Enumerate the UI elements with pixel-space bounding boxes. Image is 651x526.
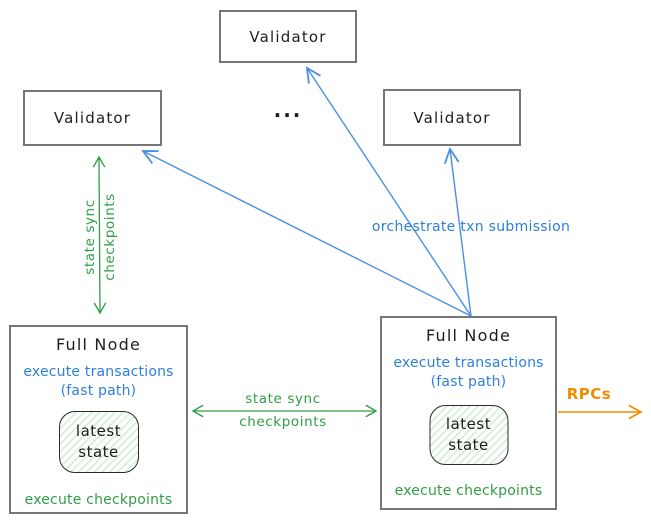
orchestrate-txn-submission-label: orchestrate txn submission (371, 219, 571, 235)
full-node-box-left: Full Node execute transactions (fast pat… (9, 325, 188, 514)
full-node-right-fast-path: (fast path) (430, 374, 507, 390)
full-node-right-execute-checkpoints: execute checkpoints (394, 483, 543, 499)
state-sync-horizontal-line2: checkpoints (239, 414, 327, 430)
state-sync-horizontal-line1: state sync (245, 391, 321, 407)
validator-box-top: Validator (219, 10, 357, 63)
latest-state-left-line1: latest (75, 422, 122, 440)
full-node-left-execute-transactions: execute transactions (23, 364, 174, 380)
latest-state-box-right: latest state (429, 405, 508, 465)
orchestrate-arrow-to-right-validator (443, 146, 472, 317)
state-sync-vertical-label: state sync checkpoints (80, 191, 120, 283)
full-node-left-title: Full Node (55, 335, 141, 354)
validator-box-left: Validator (23, 90, 162, 146)
validators-ellipsis: ... (273, 98, 303, 122)
full-node-left-execute-checkpoints: execute checkpoints (24, 492, 173, 508)
validator-left-label: Validator (53, 109, 132, 127)
latest-state-right-line1: latest (445, 415, 492, 433)
rpcs-label: RPCs (566, 385, 612, 403)
latest-state-box-left: latest state (58, 411, 139, 473)
state-sync-vertical-arrow (92, 155, 107, 315)
full-node-box-right: Full Node execute transactions (fast pat… (380, 316, 557, 510)
validator-top-label: Validator (249, 27, 327, 46)
full-node-right-execute-transactions: execute transactions (393, 355, 544, 371)
orchestrate-arrow-to-left-validator (141, 150, 472, 317)
full-node-left-fast-path: (fast path) (60, 383, 137, 399)
latest-state-right-line2: state (448, 436, 489, 454)
full-node-right-title: Full Node (425, 326, 511, 345)
state-sync-vertical-line2: checkpoints (102, 193, 118, 281)
state-sync-vertical-line1: state sync (82, 199, 98, 275)
validator-box-right: Validator (383, 89, 521, 146)
validator-right-label: Validator (413, 108, 491, 127)
latest-state-left-line2: state (78, 443, 119, 461)
orchestrate-arrow-to-top-validator (305, 66, 472, 317)
